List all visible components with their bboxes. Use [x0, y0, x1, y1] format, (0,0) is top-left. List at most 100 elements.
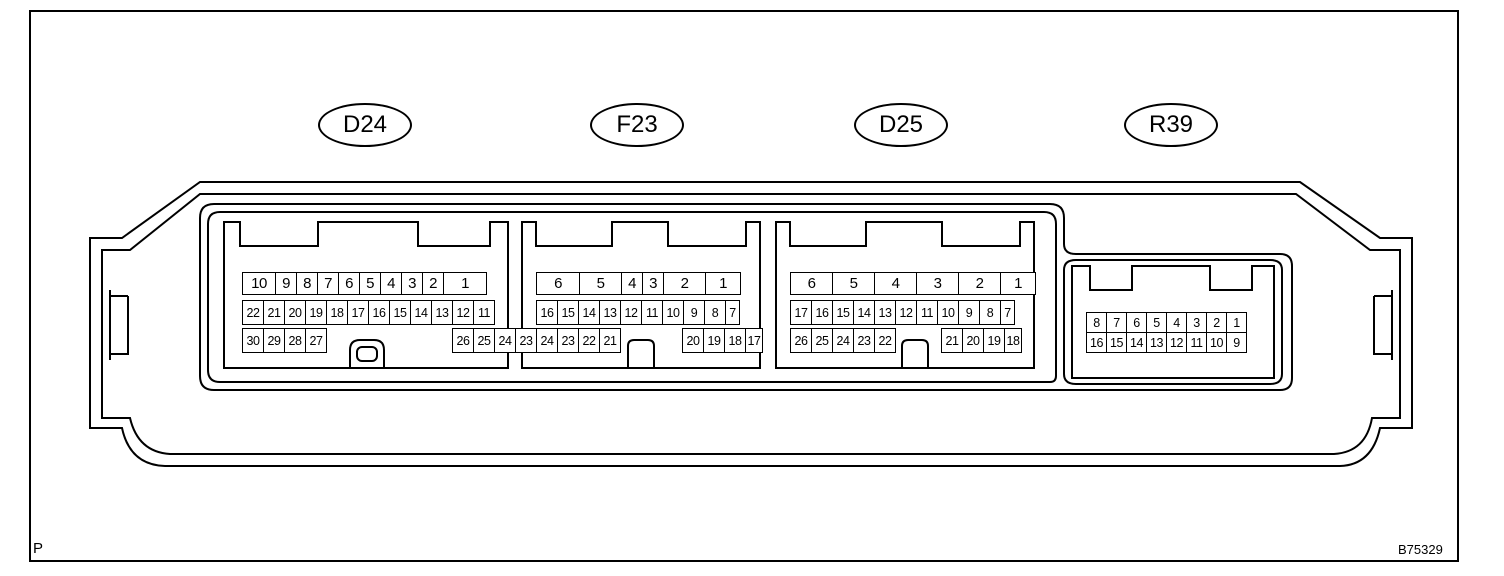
pin-f23-18: 18	[724, 328, 746, 353]
pin-d25-10: 10	[937, 300, 959, 325]
pin-d25-9: 9	[958, 300, 980, 325]
connector-label-d25: D25	[854, 103, 948, 147]
pin-d24-9: 9	[275, 272, 297, 295]
pin-f23-19: 19	[703, 328, 725, 353]
pin-r39-16: 16	[1086, 332, 1107, 353]
pin-d24-29: 29	[263, 328, 285, 353]
connector-label-d24: D24	[318, 103, 412, 147]
pin-d25-3: 3	[916, 272, 959, 295]
pin-d24-23: 23	[515, 328, 537, 353]
pin-r39-7: 7	[1106, 312, 1127, 333]
pin-d25-14: 14	[853, 300, 875, 325]
pin-f23-7: 7	[725, 300, 740, 325]
pin-d25-25: 25	[811, 328, 833, 353]
pin-d25-22: 22	[874, 328, 896, 353]
pin-f23-24: 24	[536, 328, 558, 353]
pin-d24-7: 7	[317, 272, 339, 295]
pin-d24-22: 22	[242, 300, 264, 325]
pin-r39-2: 2	[1206, 312, 1227, 333]
pin-d24-19: 19	[305, 300, 327, 325]
pin-d24-28: 28	[284, 328, 306, 353]
pin-d24-26: 26	[452, 328, 474, 353]
pin-d24-21: 21	[263, 300, 285, 325]
pin-d25-24: 24	[832, 328, 854, 353]
pin-r39-13: 13	[1146, 332, 1167, 353]
diagram-frame	[29, 10, 1459, 562]
pin-d25-16: 16	[811, 300, 833, 325]
pin-r39-14: 14	[1126, 332, 1147, 353]
pin-d24-27: 27	[305, 328, 327, 353]
pin-f23-11: 11	[641, 300, 663, 325]
pin-d25-18: 18	[1004, 328, 1022, 353]
pin-f23-21: 21	[599, 328, 621, 353]
pin-d25-26: 26	[790, 328, 812, 353]
pin-f23-22: 22	[578, 328, 600, 353]
pin-f23-9: 9	[683, 300, 705, 325]
pin-d24-14: 14	[410, 300, 432, 325]
pin-d25-12: 12	[895, 300, 917, 325]
pin-d24-11: 11	[473, 300, 495, 325]
pin-d25-15: 15	[832, 300, 854, 325]
pin-r39-8: 8	[1086, 312, 1107, 333]
pin-d24-17: 17	[347, 300, 369, 325]
pin-d24-24: 24	[494, 328, 516, 353]
pin-d25-6: 6	[790, 272, 833, 295]
pin-d25-7: 7	[1000, 300, 1015, 325]
pin-r39-10: 10	[1206, 332, 1227, 353]
connector-label-r39: R39	[1124, 103, 1218, 147]
pin-d24-16: 16	[368, 300, 390, 325]
pin-d24-4: 4	[380, 272, 402, 295]
pin-d24-13: 13	[431, 300, 453, 325]
pin-d24-3: 3	[401, 272, 423, 295]
pin-d25-19: 19	[983, 328, 1005, 353]
pin-d24-6: 6	[338, 272, 360, 295]
pin-r39-1: 1	[1226, 312, 1247, 333]
pin-d24-18: 18	[326, 300, 348, 325]
pin-f23-15: 15	[557, 300, 579, 325]
pin-d25-5: 5	[832, 272, 875, 295]
pin-f23-6: 6	[536, 272, 580, 295]
pin-d25-1: 1	[1000, 272, 1036, 295]
pin-r39-12: 12	[1166, 332, 1187, 353]
pin-d24-10: 10	[242, 272, 276, 295]
pin-d24-15: 15	[389, 300, 411, 325]
pin-f23-12: 12	[620, 300, 642, 325]
pin-d25-17: 17	[790, 300, 812, 325]
pin-d25-2: 2	[958, 272, 1001, 295]
pin-d24-5: 5	[359, 272, 381, 295]
pin-f23-13: 13	[599, 300, 621, 325]
pin-f23-8: 8	[704, 300, 726, 325]
pin-d25-13: 13	[874, 300, 896, 325]
pin-f23-20: 20	[682, 328, 704, 353]
pin-d24-2: 2	[422, 272, 444, 295]
pin-f23-1: 1	[705, 272, 741, 295]
pin-f23-10: 10	[662, 300, 684, 325]
pin-d25-11: 11	[916, 300, 938, 325]
pin-r39-9: 9	[1226, 332, 1247, 353]
pin-d24-1: 1	[443, 272, 487, 295]
pin-r39-3: 3	[1186, 312, 1207, 333]
pin-d25-23: 23	[853, 328, 875, 353]
pin-d24-20: 20	[284, 300, 306, 325]
pin-d24-30: 30	[242, 328, 264, 353]
pin-d24-8: 8	[296, 272, 318, 295]
pin-d24-25: 25	[473, 328, 495, 353]
pin-r39-11: 11	[1186, 332, 1207, 353]
pin-f23-23: 23	[557, 328, 579, 353]
pin-r39-4: 4	[1166, 312, 1187, 333]
pin-f23-2: 2	[663, 272, 706, 295]
pin-f23-14: 14	[578, 300, 600, 325]
pin-r39-6: 6	[1126, 312, 1147, 333]
pin-f23-4: 4	[621, 272, 643, 295]
figure-code: B75329	[1398, 542, 1443, 557]
pin-d25-21: 21	[941, 328, 963, 353]
pin-r39-15: 15	[1106, 332, 1127, 353]
pin-d25-4: 4	[874, 272, 917, 295]
corner-mark: P	[33, 540, 44, 557]
connector-label-f23: F23	[590, 103, 684, 147]
pin-d24-12: 12	[452, 300, 474, 325]
pin-f23-17: 17	[745, 328, 763, 353]
pin-f23-5: 5	[579, 272, 622, 295]
pin-r39-5: 5	[1146, 312, 1167, 333]
